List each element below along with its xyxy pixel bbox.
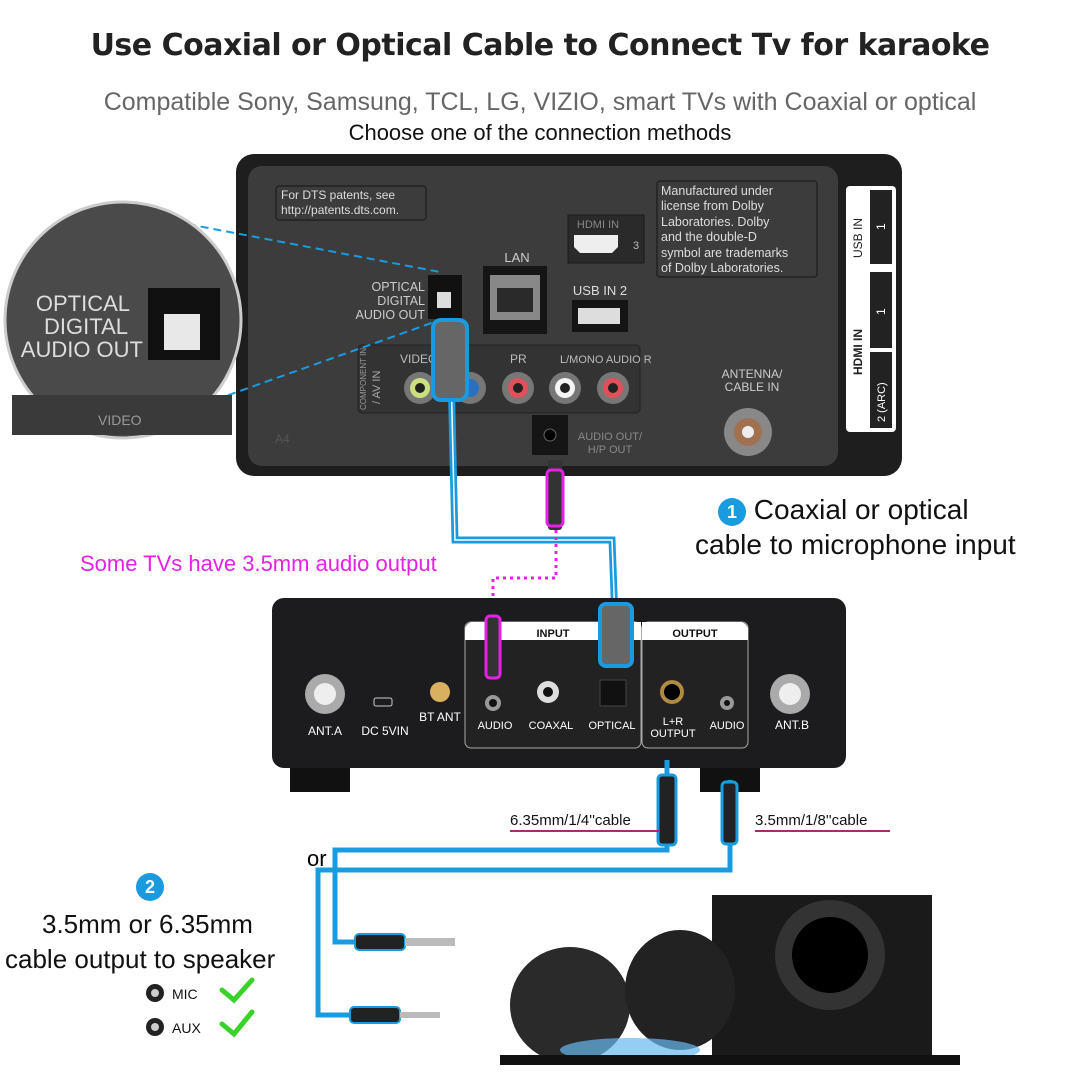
svg-text:OPTICAL: OPTICAL xyxy=(372,280,426,294)
callout-1-line2: cable to microphone input xyxy=(695,529,1016,560)
jack-plug-6.35mm xyxy=(354,933,406,951)
aux-dotted-cable xyxy=(491,530,558,620)
callout-1: 1 Coaxial or optical xyxy=(718,494,969,526)
callout-2-line1: 3.5mm or 6.35mm xyxy=(42,909,253,939)
antenna-label: ANTENNA/ xyxy=(722,367,783,381)
optical-plug-tv xyxy=(431,318,469,402)
av-label: COMPONENT IN xyxy=(359,348,368,410)
cable-label-3.5mm: 3.5mm/1/8''cable xyxy=(755,812,890,832)
aux-plug-receiver xyxy=(484,614,502,680)
optical-plug-receiver xyxy=(598,602,634,668)
side-usb-label: USB IN xyxy=(851,218,865,258)
svg-text:CABLE IN: CABLE IN xyxy=(725,380,780,394)
input-optical-label: OPTICAL xyxy=(588,720,635,732)
optical-zoom-inset: VIDEO OPTICAL DIGITAL AUDIO OUT xyxy=(3,200,441,440)
svg-text:AUDIO OUT: AUDIO OUT xyxy=(356,308,426,322)
optical-label: OPTICAL DIGITAL AUDIO OUT xyxy=(356,280,426,322)
input-coaxial-label: COAXAL xyxy=(529,720,574,732)
svg-text:H/P OUT: H/P OUT xyxy=(588,444,633,456)
jack-plug-3.5mm xyxy=(349,1006,401,1024)
svg-text:DIGITAL: DIGITAL xyxy=(44,314,128,339)
svg-text:DIGITAL: DIGITAL xyxy=(377,294,425,308)
svg-text:1: 1 xyxy=(874,223,888,230)
instruction: Choose one of the connection methods xyxy=(348,120,732,145)
tv-3.5mm-plug xyxy=(548,460,562,530)
mic-label: MIC xyxy=(172,986,198,1002)
aux-check-icon xyxy=(219,1009,255,1038)
ant-a-label: ANT.A xyxy=(308,724,342,738)
svg-text:1: 1 xyxy=(874,308,888,315)
dolby-notice: Manufactured under license from Dolby La… xyxy=(661,184,788,275)
svg-text:symbol are trademarks: symbol are trademarks xyxy=(661,246,788,260)
page-title: Use Coaxial or Optical Cable to Connect … xyxy=(90,28,990,63)
svg-text:VIDEO: VIDEO xyxy=(98,412,142,428)
hdmi-port xyxy=(574,235,618,253)
output-audio-label: AUDIO xyxy=(710,720,745,732)
cable-6.35mm xyxy=(332,760,670,945)
ant-b-label: ANT.B xyxy=(775,718,809,732)
svg-text:2 (ARC): 2 (ARC) xyxy=(876,382,888,422)
svg-text:OUTPUT: OUTPUT xyxy=(650,728,696,740)
input-audio-label: AUDIO xyxy=(478,720,513,732)
svg-text:AUDIO OUT: AUDIO OUT xyxy=(21,337,143,362)
tv-back-panel: For DTS patents, see http://patents.dts.… xyxy=(236,154,902,476)
a4-label: A4 xyxy=(275,432,290,446)
usb2-label: USB IN 2 xyxy=(573,283,627,298)
callout-2-line2: cable output to speaker xyxy=(5,944,276,974)
dc-label: DC 5VIN xyxy=(361,724,408,738)
output-header: OUTPUT xyxy=(672,628,718,640)
side-hdmi-label: HDMI IN xyxy=(851,329,865,375)
dts-notice-2: http://patents.dts.com. xyxy=(281,203,399,217)
mic-check-icon xyxy=(219,977,255,1004)
usb-port xyxy=(578,308,620,324)
hdmi3-label: HDMI IN xyxy=(577,219,619,231)
svg-text:of Dolby Laboratories.: of Dolby Laboratories. xyxy=(661,261,783,275)
svg-text:license from Dolby: license from Dolby xyxy=(661,199,765,213)
video-label: VIDEO xyxy=(400,352,437,366)
svg-text:Laboratories. Dolby: Laboratories. Dolby xyxy=(661,215,770,229)
output-lr-label: L+R xyxy=(663,716,684,728)
aux-jack-icon xyxy=(146,1018,164,1036)
lan-label: LAN xyxy=(504,250,529,265)
subtitle: Compatible Sony, Samsung, TCL, LG, VIZIO… xyxy=(103,88,977,116)
tv-audio-note: Some TVs have 3.5mm audio output xyxy=(80,551,437,576)
or-label: or xyxy=(307,846,327,871)
svg-text:Manufactured under: Manufactured under xyxy=(661,184,773,198)
mic-jack-icon xyxy=(146,984,164,1002)
svg-text:OPTICAL: OPTICAL xyxy=(36,291,130,316)
step-2-badge: 2 xyxy=(136,873,164,901)
pr-label: PR xyxy=(510,352,527,366)
bt-ant-label: BT ANT xyxy=(419,710,461,724)
wireless-mic-receiver: ANT.A DC 5VIN BT ANT INPUT OUTPUT AUDIO … xyxy=(272,598,846,792)
av-label-2: / AV IN xyxy=(371,371,383,404)
input-header: INPUT xyxy=(537,628,570,640)
speaker-set-image xyxy=(500,895,960,1065)
cable-label-6.35mm: 6.35mm/1/4''cable xyxy=(510,812,660,832)
step-1-badge: 1 xyxy=(718,497,746,526)
audio-label: L/MONO AUDIO R xyxy=(560,354,652,366)
svg-text:and the double-D: and the double-D xyxy=(661,230,757,244)
audio-out-label: AUDIO OUT/ xyxy=(578,431,643,443)
aux-label: AUX xyxy=(172,1020,201,1036)
hdmi3-number: 3 xyxy=(633,240,639,252)
dts-notice-1: For DTS patents, see xyxy=(281,188,395,202)
